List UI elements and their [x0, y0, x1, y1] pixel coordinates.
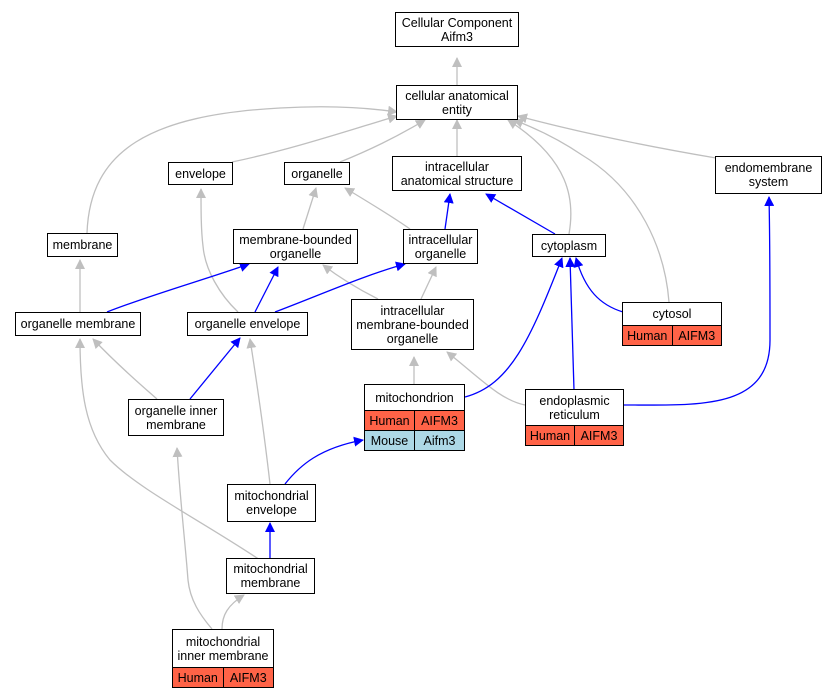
edge-cytoplasm-ias — [485, 193, 556, 235]
node-label-line: mitochondrial — [234, 489, 309, 503]
edge-envelope-cae — [231, 113, 398, 163]
node-label-line: intracellular — [380, 303, 445, 318]
node-label-line: organelle — [291, 166, 343, 181]
annotation-row-human: Human AIFM3 — [173, 667, 273, 687]
edge-oe-mbo — [254, 266, 279, 313]
node-label-line: organelle envelope — [194, 317, 301, 331]
gene-cell: AIFM3 — [671, 326, 722, 345]
edge-io-organelle — [344, 187, 411, 230]
species-cell: Human — [177, 670, 218, 685]
edge-cytosol-cae — [513, 118, 670, 303]
edge-io-ias — [443, 193, 454, 230]
node-label-line: membrane — [52, 238, 113, 252]
node-label-line: cytoplasm — [540, 238, 598, 253]
edge-mim-mmem — [221, 594, 245, 630]
edge-organelle-cae — [339, 119, 426, 163]
species-cell: Human — [369, 413, 410, 428]
edge-cytoplasm-cae — [507, 119, 572, 235]
node-label-line: endoplasmic — [539, 393, 610, 408]
edge-menv-oe — [246, 338, 271, 485]
node-envelope[interactable]: envelope — [168, 162, 233, 185]
node-label-line: organelle inner — [134, 403, 218, 418]
edge-mim-oim — [172, 447, 213, 630]
node-label-line: organelle — [414, 246, 467, 261]
node-label-line: system — [748, 175, 789, 189]
edge-mmem-om — [75, 338, 261, 561]
annotation-row-mouse: Mouse Aifm3 — [365, 430, 464, 450]
node-label-line: cellular anatomical — [405, 88, 509, 103]
edge-endomembrane-cae — [517, 113, 717, 159]
gene-cell: AIFM3 — [574, 426, 623, 445]
node-label-line: entity — [442, 102, 472, 117]
edge-menv-mito — [284, 436, 364, 485]
gene-cell: Aifm3 — [414, 431, 464, 450]
node-membrane[interactable]: membrane — [47, 233, 118, 257]
node-label-line: Aifm3 — [441, 29, 473, 44]
edge-cytosol-cytoplasm — [573, 257, 624, 313]
gene-cell: AIFM3 — [222, 668, 274, 687]
edge-er-endomembrane — [623, 196, 775, 406]
edge-mbo-organelle — [302, 187, 319, 230]
edge-oe-envelope — [196, 188, 239, 313]
node-label-line: mitochondrial — [233, 562, 308, 576]
species-cell: Human — [627, 328, 668, 343]
edge-om-mbo — [106, 262, 250, 313]
node-label-line: intracellular — [408, 232, 473, 247]
node-organelle[interactable]: organelle — [284, 162, 350, 185]
node-label-line: mitochondrion — [375, 390, 454, 405]
node-label-line: inner membrane — [177, 648, 269, 663]
node-label-line: organelle — [269, 246, 322, 261]
gene-cell: AIFM3 — [414, 411, 464, 430]
node-label-line: membrane — [240, 576, 301, 590]
node-organelle-envelope[interactable]: organelle envelope — [187, 312, 308, 336]
node-label-line: intracellular — [425, 159, 489, 174]
node-label-line: membrane — [146, 417, 206, 432]
node-label-line: membrane-bounded — [356, 317, 469, 332]
node-label-line: organelle — [386, 331, 439, 346]
node-label-line: mitochondrial — [185, 634, 261, 649]
node-label-line: endomembrane — [724, 161, 813, 175]
species-cell: Human — [529, 428, 571, 443]
edge-oim-oe — [189, 337, 241, 400]
node-label-line: Cellular Component — [401, 15, 513, 30]
edge-imbo-mbo — [322, 264, 379, 300]
node-organelle-membrane[interactable]: organelle membrane — [15, 312, 141, 336]
edge-oe-io — [274, 261, 406, 313]
node-label-line: anatomical structure — [400, 173, 514, 188]
node-label-line: reticulum — [549, 407, 600, 422]
species-cell: Mouse — [370, 433, 409, 448]
edge-membrane-cae — [86, 105, 398, 234]
node-label-line: membrane-bounded — [239, 232, 352, 247]
edge-mito-cytoplasm — [464, 257, 564, 398]
node-cytoplasm[interactable]: cytoplasm — [532, 234, 606, 257]
edge-oim-om — [92, 338, 158, 400]
node-label-line: cytosol — [652, 307, 692, 321]
edge-imbo-io — [420, 266, 437, 300]
node-mitochondrion[interactable]: mitochondrion Human AIFM3 Mouse Aifm3 — [364, 384, 465, 451]
node-label-line: organelle membrane — [20, 317, 136, 331]
node-label-line: envelope — [175, 166, 226, 181]
node-label-line: envelope — [246, 503, 297, 517]
annotation-row-human: Human AIFM3 — [365, 410, 464, 430]
edge-er-cytoplasm — [565, 257, 576, 391]
